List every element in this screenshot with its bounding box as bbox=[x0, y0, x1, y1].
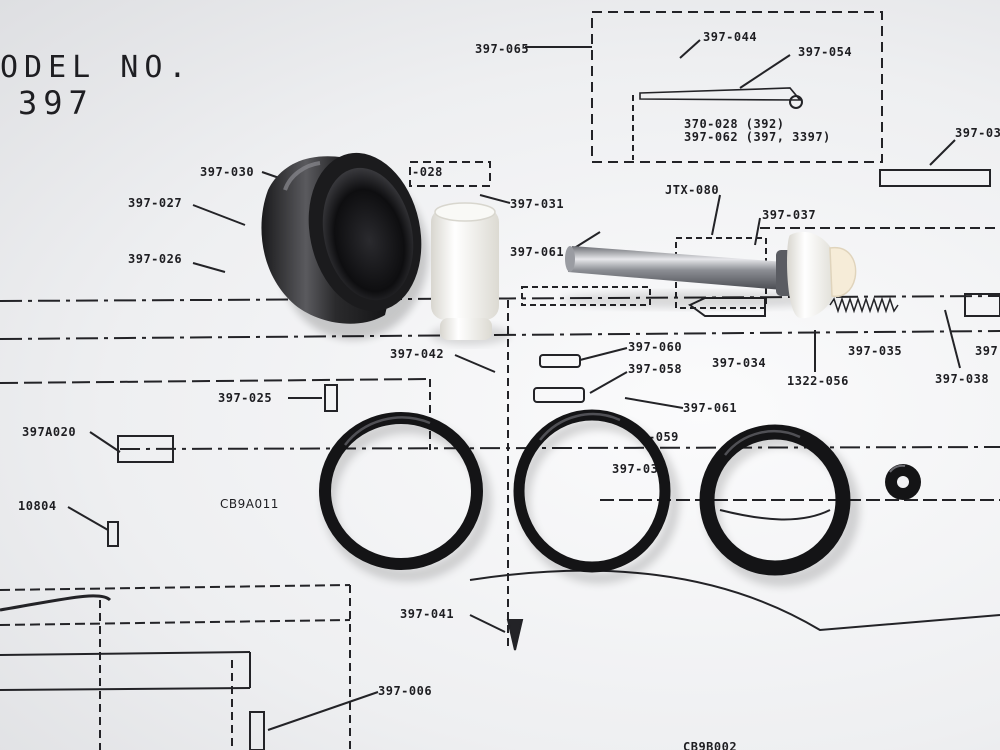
label-cb9a011: CB9A011 bbox=[220, 497, 279, 511]
label-1322-056: 1322-056 bbox=[787, 374, 849, 388]
label-397-037: 397-037 bbox=[762, 208, 817, 222]
label-cb9b002: CB9B002 bbox=[683, 740, 738, 750]
label-028: -028 bbox=[412, 165, 443, 179]
label-397-034: 397-034 bbox=[712, 356, 767, 370]
label-397-038: 397-038 bbox=[935, 372, 990, 386]
label-jtx-080: JTX-080 bbox=[665, 183, 720, 197]
label-397-039: 397-039 bbox=[612, 462, 667, 476]
label-397-035: 397-035 bbox=[848, 344, 903, 358]
label-370-028: 370-028 (392) bbox=[684, 117, 785, 131]
o-ring-large-middle bbox=[513, 409, 680, 584]
label-397-025: 397-025 bbox=[218, 391, 273, 405]
label-397-031: 397-031 bbox=[510, 197, 565, 211]
model-number: 397 bbox=[18, 84, 94, 122]
cup-seal bbox=[261, 152, 428, 340]
label-397-026: 397-026 bbox=[128, 252, 183, 266]
label-059: -059 bbox=[648, 430, 679, 444]
label-397-058: 397-058 bbox=[628, 362, 683, 376]
label-397-061-upper: 397-061 bbox=[510, 245, 565, 259]
model-title: ODEL NO. bbox=[0, 50, 193, 85]
label-397-041: 397-041 bbox=[400, 607, 455, 621]
label-397-042: 397-042 bbox=[390, 347, 445, 361]
o-ring-large-left bbox=[319, 412, 492, 582]
label-397-061-lower: 397-061 bbox=[683, 401, 738, 415]
label-397: 397 bbox=[975, 344, 999, 358]
label-397-030: 397-030 bbox=[200, 165, 255, 179]
label-10804: 10804 bbox=[18, 499, 57, 513]
label-397-065: 397-065 bbox=[475, 42, 530, 56]
label-397-062: 397-062 (397, 3397) bbox=[684, 130, 831, 144]
label-397-060: 397-060 bbox=[628, 340, 683, 354]
o-ring-large-right bbox=[699, 424, 860, 587]
valve-stem bbox=[560, 231, 857, 319]
nylon-sleeve bbox=[430, 202, 510, 345]
label-397a020: 397A020 bbox=[22, 425, 77, 439]
label-397-03: 397-03 bbox=[955, 126, 1000, 140]
label-397-054: 397-054 bbox=[798, 45, 853, 59]
label-397-006: 397-006 bbox=[378, 684, 433, 698]
label-397-044: 397-044 bbox=[703, 30, 758, 44]
o-ring-small bbox=[885, 464, 921, 500]
label-397-027: 397-027 bbox=[128, 196, 183, 210]
